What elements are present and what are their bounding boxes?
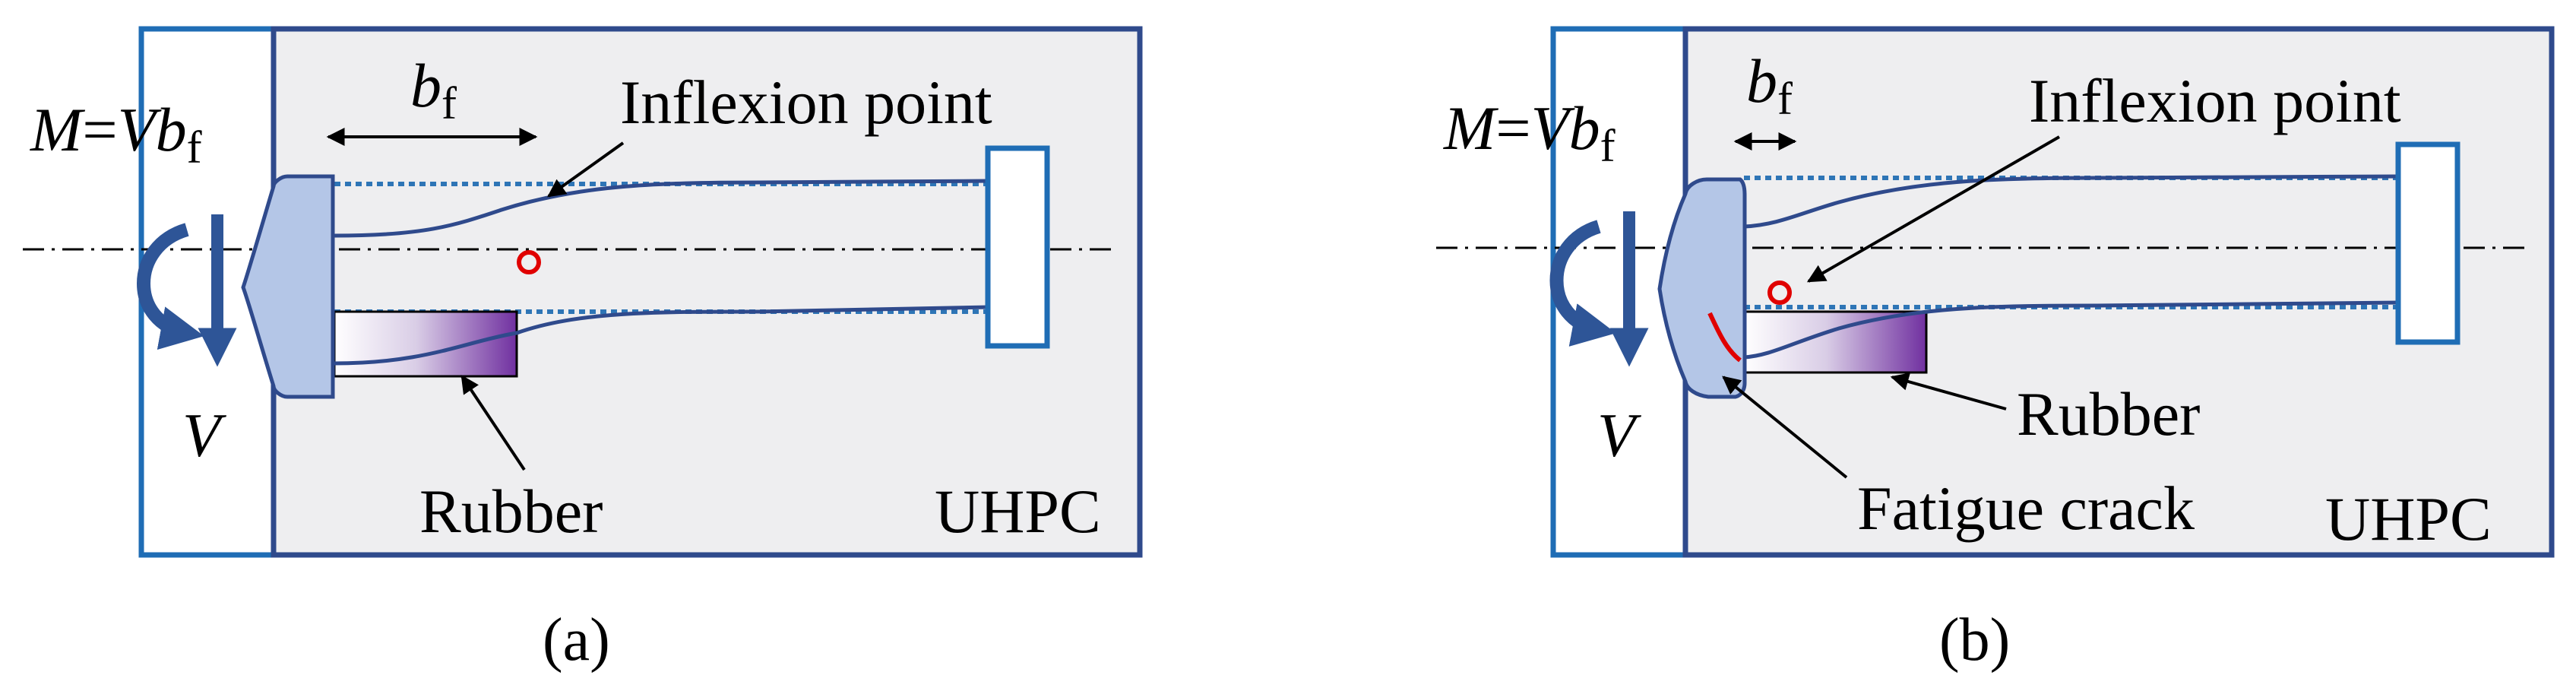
stud-shank-top (334, 179, 990, 238)
bf-label: bf (1746, 46, 1793, 124)
rubber-leader (1890, 372, 2007, 410)
inflexion-leader (547, 141, 625, 198)
stud-head-end (985, 145, 1050, 349)
rubber-leader (460, 375, 526, 471)
inflexion-leader (1806, 135, 2060, 283)
uhpc-label: UHPC (2325, 484, 2492, 553)
moment-arrow (137, 223, 204, 350)
inflexion-point-marker (517, 250, 541, 274)
stud-collar (241, 174, 335, 399)
crack-leader (1722, 376, 1848, 479)
shear-label: V (1597, 401, 1641, 470)
inflexion-point-marker (1767, 281, 1792, 305)
caption-a: (a) (543, 607, 610, 674)
caption-b: (b) (1939, 607, 2010, 674)
stud-shank-bottom (334, 305, 990, 366)
rubber-label: Rubber (2017, 379, 2200, 449)
bf-label: bf (410, 51, 457, 128)
moment-label: M=Vbf (30, 95, 202, 173)
panel-a: M=Vbf V bf Inflexion point Rubber UHPC (… (23, 26, 1143, 674)
stud-shank-bottom (1743, 300, 2400, 360)
rubber-block (333, 310, 518, 378)
moment-arrow (1549, 220, 1616, 347)
panel-b: M=Vbf V bf Inflexion point Rubber Fatigu… (1436, 26, 2555, 674)
rubber-label: Rubber (419, 477, 603, 546)
inflexion-label: Inflexion point (2029, 66, 2401, 135)
fatigue-crack (1707, 312, 1742, 363)
crack-label: Fatigue crack (1857, 474, 2195, 543)
rubber-block (1742, 310, 1928, 374)
inflexion-label: Inflexion point (620, 68, 992, 137)
moment-label: M=Vbf (1443, 94, 1616, 171)
stud-shank-top (1743, 174, 2400, 229)
shear-label: V (182, 401, 226, 470)
uhpc-label: UHPC (935, 477, 1101, 546)
stud-head-end (2395, 141, 2460, 345)
